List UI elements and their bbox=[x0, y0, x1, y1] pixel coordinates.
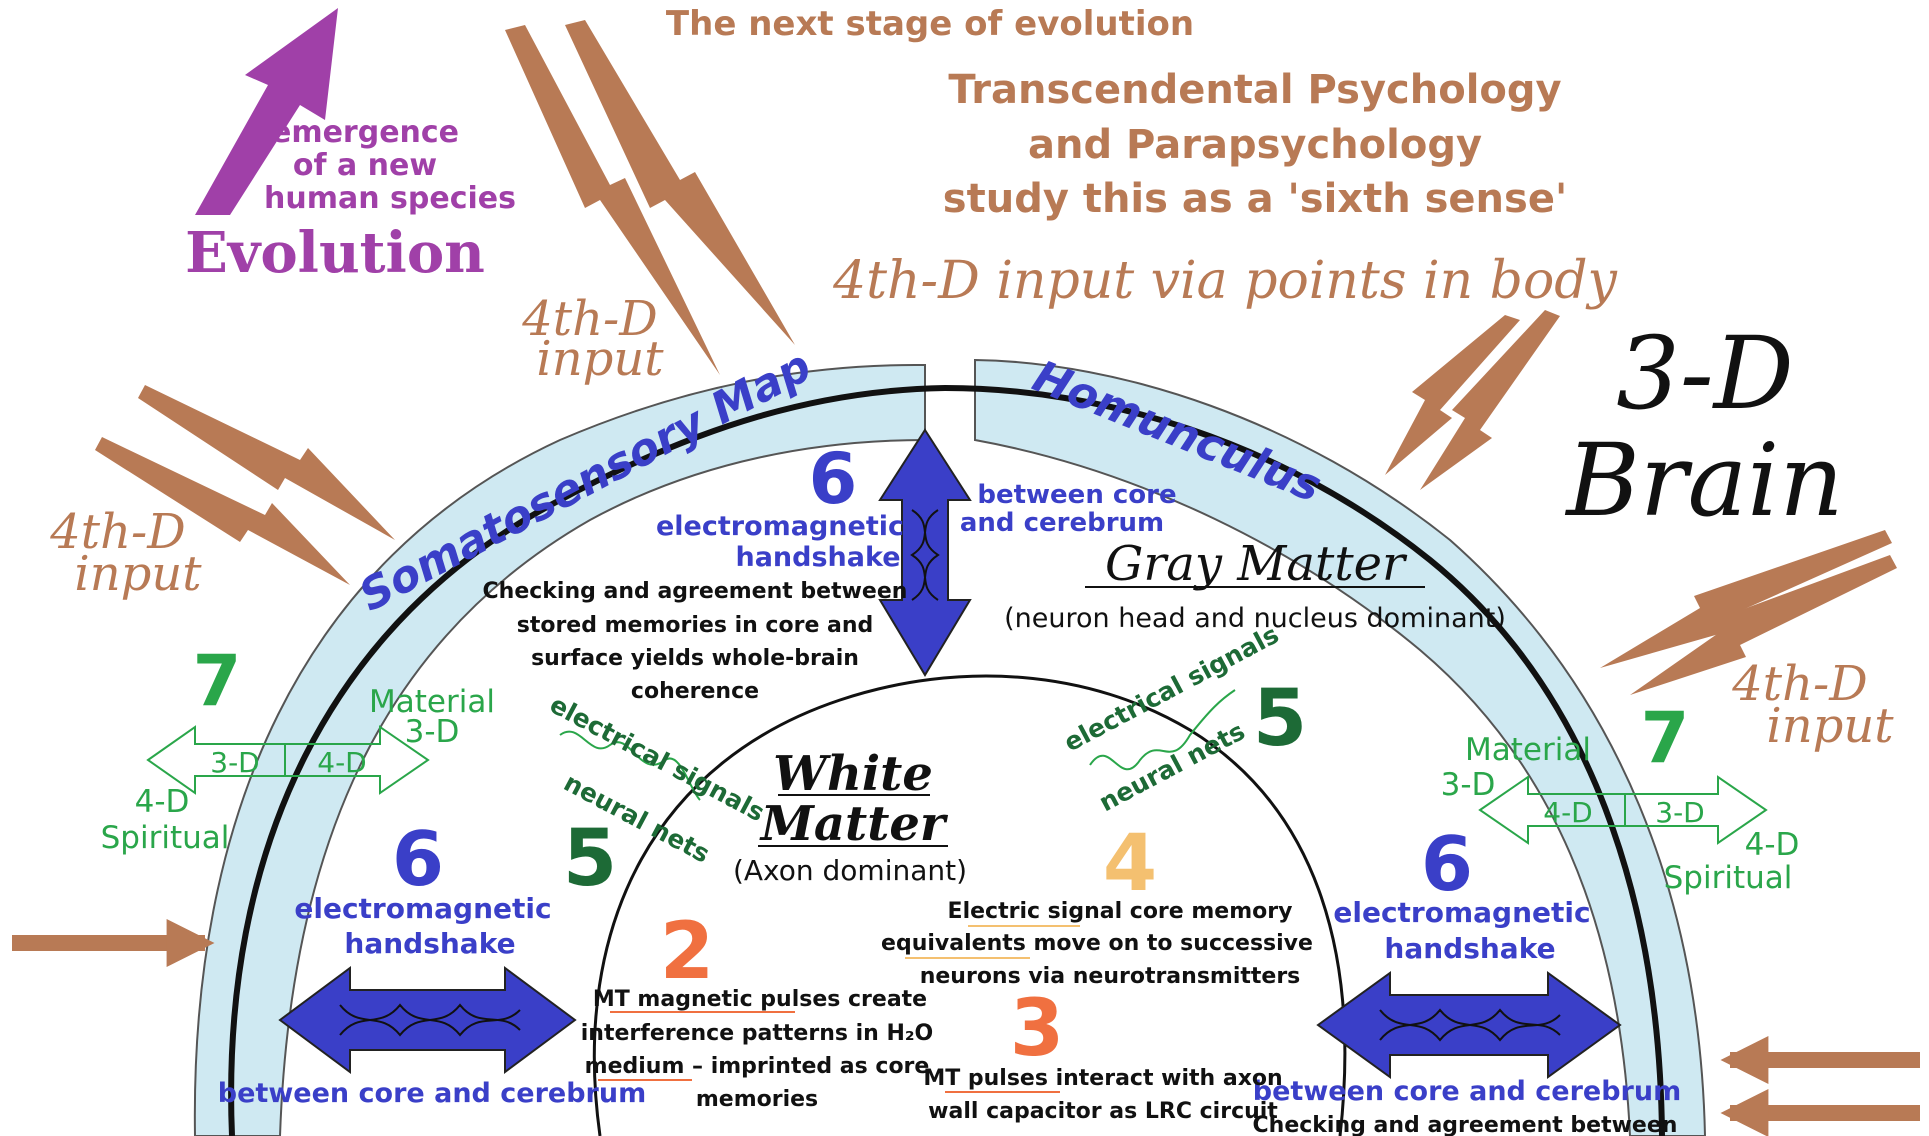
top-handshake-side-1: between core bbox=[977, 480, 1176, 510]
right-spiritual-2: Spiritual bbox=[1664, 860, 1793, 896]
left-double-arrow bbox=[278, 966, 577, 1074]
top-handshake-label-1: electromagnetic bbox=[656, 511, 904, 542]
white-matter-title-2: Matter bbox=[759, 796, 949, 852]
right-input-line-1: 4th-D bbox=[1731, 656, 1867, 712]
evolution-arrow bbox=[195, 8, 338, 215]
step2-number: 2 bbox=[660, 907, 714, 997]
left-signals-number: 5 bbox=[563, 814, 617, 904]
top-handshake-number: 6 bbox=[809, 438, 858, 520]
step3-number: 3 bbox=[1010, 984, 1064, 1074]
top-left-input-line-2: input bbox=[536, 331, 664, 387]
white-matter-circle bbox=[592, 674, 1347, 1136]
left-dimension-arrow bbox=[146, 725, 430, 795]
body-points-input: 4th-D input via points in body bbox=[832, 251, 1617, 311]
step2-line-4: memories bbox=[696, 1087, 818, 1112]
brain-outline bbox=[228, 384, 1665, 1136]
brain-title-line-1: 3-D bbox=[1616, 315, 1794, 432]
step4-line-3: neurons via neurotransmitters bbox=[920, 964, 1301, 989]
heading-line-2: and Parapsychology bbox=[1028, 122, 1482, 168]
step4-line-2: equivalents move on to successive bbox=[881, 931, 1313, 956]
right-input-line-2: input bbox=[1766, 698, 1894, 754]
brain-title-line-2: Brain bbox=[1564, 422, 1843, 539]
right-handshake-number: 6 bbox=[1421, 820, 1473, 908]
top-double-arrow bbox=[878, 428, 972, 677]
right-dimension-arrow bbox=[1478, 775, 1768, 845]
right-double-arrow bbox=[1316, 971, 1622, 1079]
step2-line-2: interference patterns in H₂O bbox=[581, 1021, 933, 1046]
left-input-line-2: input bbox=[74, 546, 202, 602]
heading-line-3: study this as a 'sixth sense' bbox=[943, 176, 1567, 222]
right-handshake-cut-note: Checking and agreement between bbox=[1253, 1113, 1678, 1136]
left-seven-number: 7 bbox=[193, 640, 242, 722]
white-matter-subtitle: (Axon dominant) bbox=[733, 854, 967, 887]
left-material-2: 3-D bbox=[405, 714, 460, 750]
top-caption: The next stage of evolution bbox=[666, 4, 1194, 44]
left-handshake-number: 6 bbox=[392, 815, 444, 903]
top-note-4: coherence bbox=[631, 679, 759, 704]
top-note-3: surface yields whole-brain bbox=[531, 646, 859, 671]
left-spiritual-2: Spiritual bbox=[101, 820, 230, 856]
step4-line-1: Electric signal core memory bbox=[948, 899, 1293, 924]
left-handshake-label-1: electromagnetic bbox=[294, 892, 551, 925]
heading-line-1: Transcendental Psychology bbox=[948, 67, 1561, 113]
left-material-1: Material bbox=[369, 684, 495, 720]
gray-matter-title: Gray Matter bbox=[1105, 536, 1408, 592]
right-seven-number: 7 bbox=[1641, 697, 1690, 779]
right-signal-wave bbox=[1089, 689, 1236, 771]
right-material-1: Material bbox=[1465, 732, 1591, 768]
right-arrow-label-1: 4-D bbox=[1543, 796, 1592, 829]
lightning-bolts bbox=[95, 20, 1897, 695]
white-matter-title-1: White bbox=[773, 746, 933, 802]
left-arrow-label-1: 3-D bbox=[210, 746, 259, 779]
right-handshake-bottom: between core and cerebrum bbox=[1253, 1076, 1681, 1107]
left-arrow-label-2: 4-D bbox=[317, 746, 366, 779]
right-handshake-label-1: electromagnetic bbox=[1333, 896, 1590, 929]
right-spiritual-1: 4-D bbox=[1745, 827, 1800, 863]
top-left-input-line-1: 4th-D bbox=[521, 291, 657, 347]
step4-number: 4 bbox=[1103, 819, 1157, 909]
evolution-caption-2: of a new bbox=[293, 148, 437, 183]
top-note-1: Checking and agreement between bbox=[483, 579, 908, 604]
right-arrow-label-2: 3-D bbox=[1655, 796, 1704, 829]
evolution-caption-3: human species bbox=[264, 181, 516, 216]
right-material-2: 3-D bbox=[1441, 767, 1496, 803]
left-handshake-label-2: handshake bbox=[344, 927, 515, 960]
step3-line-2: wall capacitor as LRC circuit bbox=[928, 1099, 1278, 1124]
right-handshake-label-2: handshake bbox=[1384, 932, 1555, 965]
cortex-band-left bbox=[193, 364, 926, 1136]
left-input-line-1: 4th-D bbox=[49, 504, 185, 560]
right-signals-number: 5 bbox=[1253, 674, 1307, 764]
top-handshake-label-2: handshake bbox=[735, 542, 900, 573]
top-handshake-side-2: and cerebrum bbox=[960, 508, 1164, 538]
gray-matter-subtitle: (neuron head and nucleus dominant) bbox=[1004, 603, 1506, 634]
evolution-caption-1: emergence bbox=[271, 115, 459, 150]
step2-line-3: medium – imprinted as core bbox=[585, 1054, 930, 1079]
left-spiritual-1: 4-D bbox=[135, 784, 190, 820]
left-signal-wave bbox=[559, 730, 701, 801]
top-note-2: stored memories in core and bbox=[517, 613, 874, 638]
left-handshake-bottom: between core and cerebrum bbox=[218, 1078, 646, 1109]
step3-line-1: MT pulses interact with axon bbox=[923, 1066, 1282, 1091]
evolution-title: Evolution bbox=[185, 220, 485, 286]
step2-line-1: MT magnetic pulses create bbox=[593, 987, 927, 1012]
